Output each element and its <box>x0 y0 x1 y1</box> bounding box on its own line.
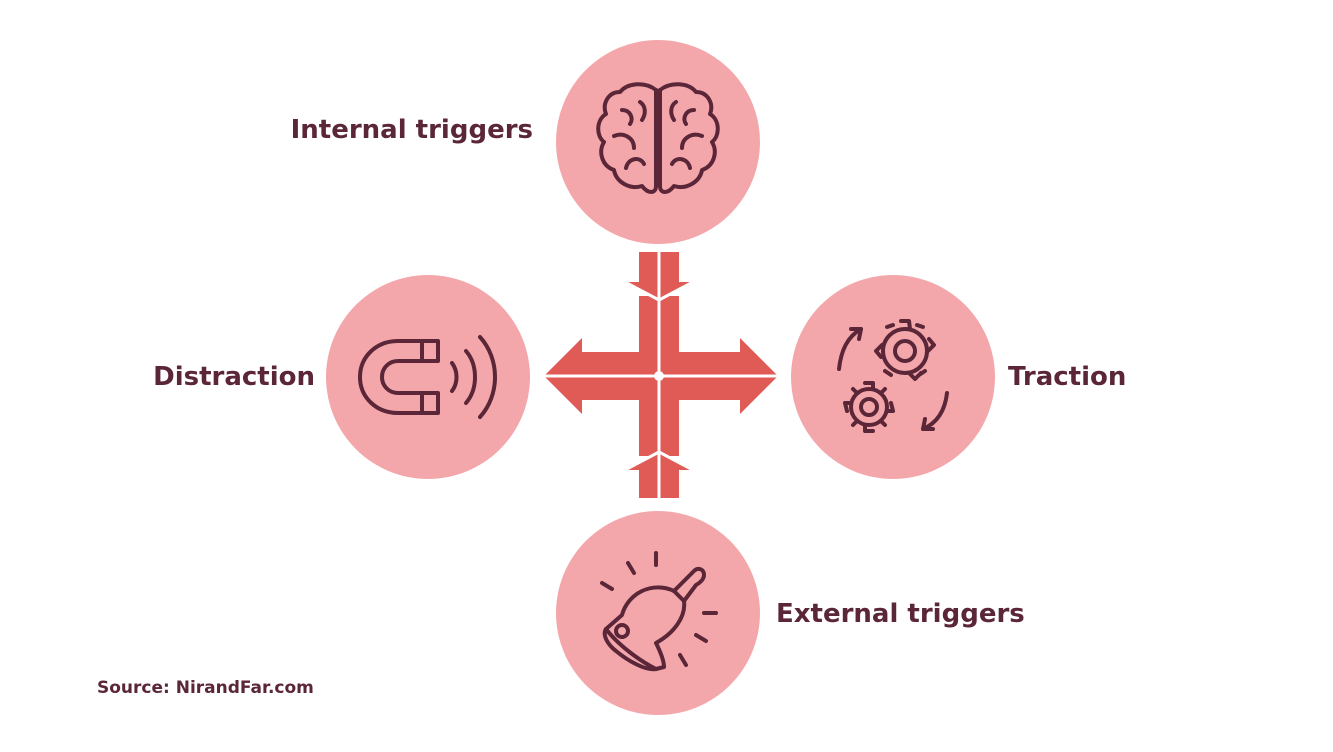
label-traction: Traction <box>1008 362 1127 392</box>
node-distraction <box>326 275 530 479</box>
node-internal-triggers <box>556 40 760 244</box>
node-external-triggers <box>556 511 760 715</box>
gears-icon <box>837 319 949 433</box>
brain-icon <box>596 82 720 194</box>
bell-icon <box>600 551 718 672</box>
label-distraction: Distraction <box>153 362 315 392</box>
magnet-icon <box>358 335 497 419</box>
node-traction <box>791 275 995 479</box>
label-external-triggers: External triggers <box>776 599 1025 629</box>
label-internal-triggers: Internal triggers <box>290 115 533 145</box>
source-credit: Source: NirandFar.com <box>97 678 314 698</box>
